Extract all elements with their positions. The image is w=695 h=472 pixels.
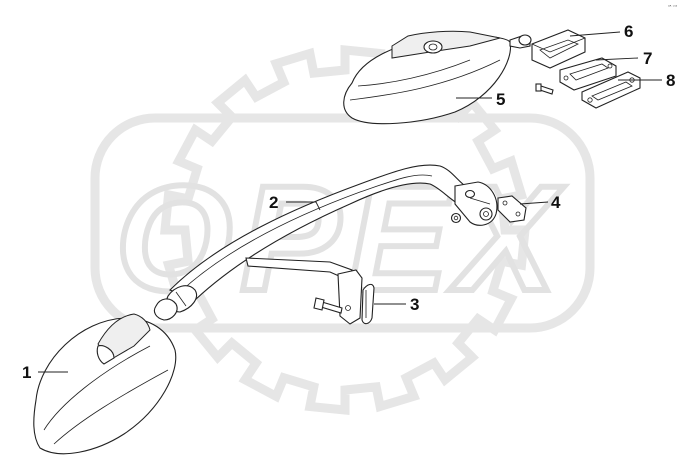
clamp-bracket [531,29,586,69]
leader-4 [519,201,549,205]
callout-4: 4 [551,193,561,212]
callout-6: 6 [624,22,633,41]
callout-5: 5 [496,90,505,109]
callout-7: 7 [643,49,652,68]
bolt-bracket [313,297,343,314]
base-plate [559,57,617,91]
support-bracket [337,269,375,325]
mirror-head-left [33,313,177,455]
callout-1: 1 [22,363,31,382]
mounting-plate [497,195,527,223]
mirror-head-right [343,30,532,125]
leader-2 [286,201,321,211]
callout-8: 8 [666,71,675,90]
watermark-frame [90,113,595,333]
leader-lines [38,31,662,373]
callout-labels: 1 2 3 4 5 6 7 8 [22,22,675,382]
screw-top [535,83,554,95]
callout-2: 2 [269,193,278,212]
leader-7 [595,57,639,61]
corner-mark: ᵃᴿ ˢⁿᵈ [668,4,678,9]
callout-3: 3 [410,295,419,314]
leader-6 [569,31,621,37]
nut-fastener [450,212,462,224]
